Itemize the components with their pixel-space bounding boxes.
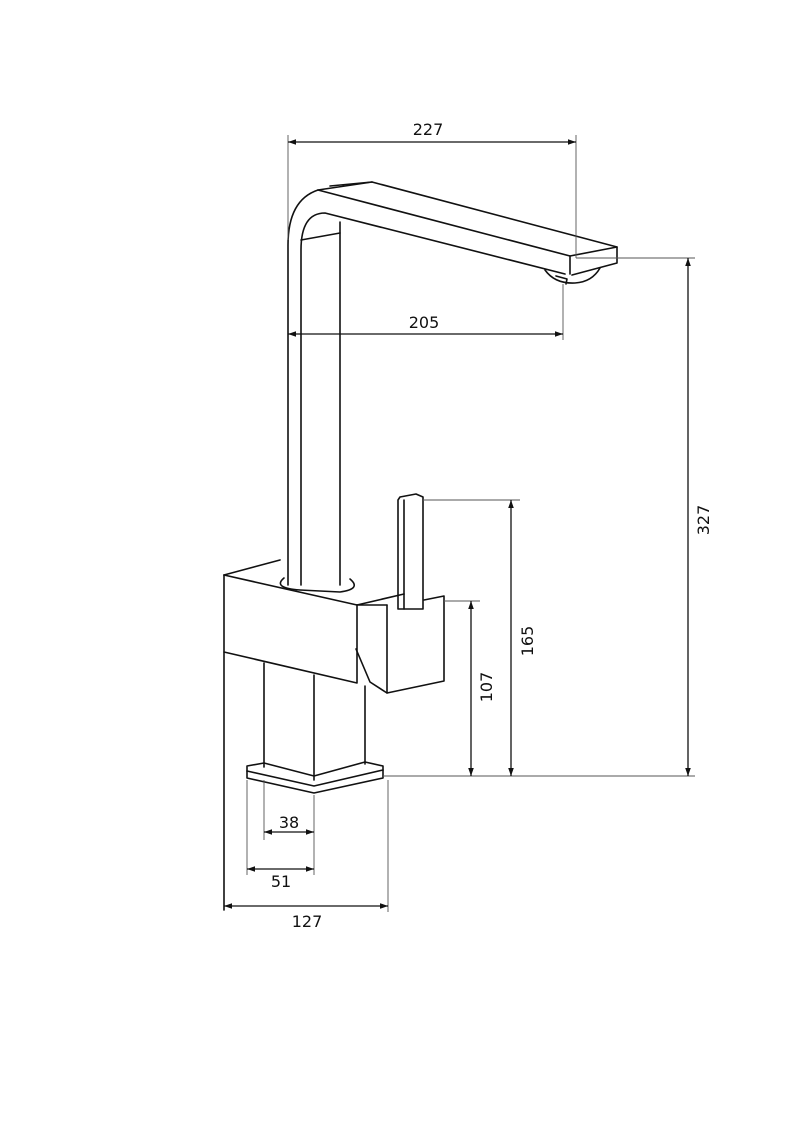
dimension-205: 205 [288,313,563,337]
dimension-327: 327 [685,258,713,776]
dimension-165: 165 [508,500,537,776]
faucet-body [223,493,445,911]
faucet-spout [287,181,618,586]
dimension-label-107: 107 [477,672,496,703]
dimension-38: 38 [264,813,314,835]
dimension-107: 107 [468,601,496,776]
dimension-label-51: 51 [271,872,291,891]
dimension-label-38: 38 [279,813,299,832]
dimension-label-227: 227 [413,120,444,139]
dimension-51: 51 [247,866,314,891]
dimension-127: 127 [224,903,388,931]
dimension-label-327: 327 [694,505,713,536]
extension-lines [246,135,695,912]
dimension-label-165: 165 [518,626,537,657]
dimension-label-127: 127 [292,912,323,931]
dimension-227: 227 [288,120,576,145]
dimension-label-205: 205 [409,313,440,332]
